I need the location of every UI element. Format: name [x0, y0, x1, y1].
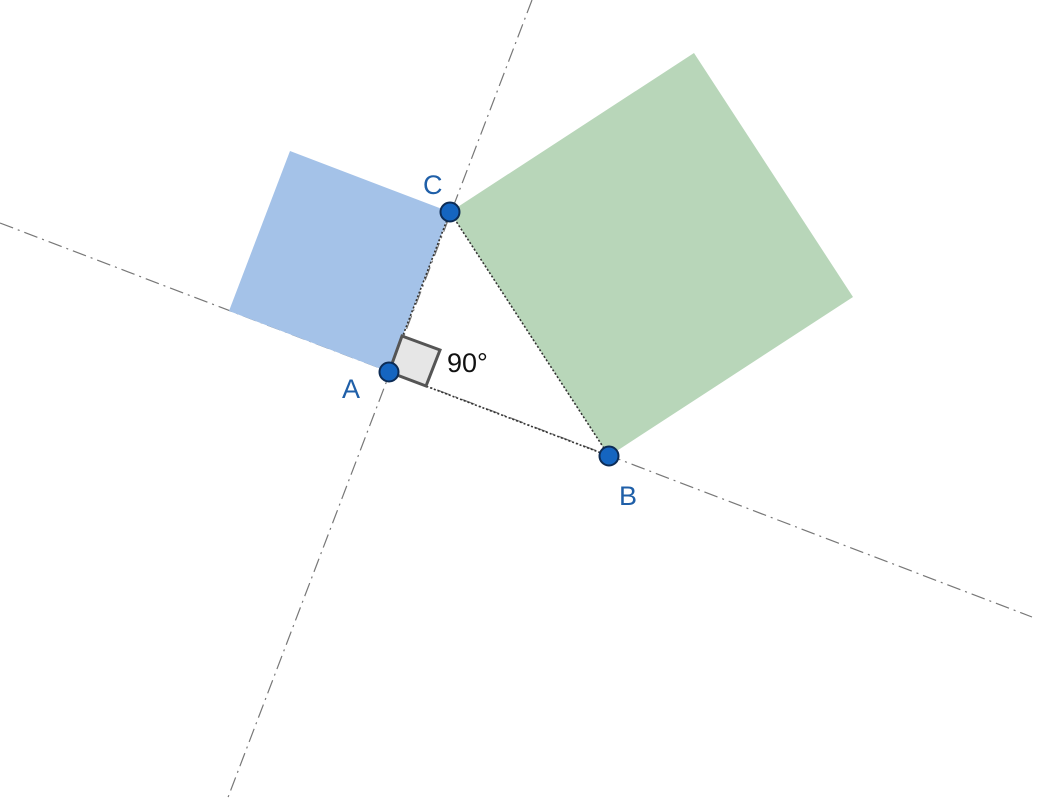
segment-bc: [449, 211, 610, 457]
point-c-label: C: [423, 170, 443, 200]
square-on-bc: [450, 53, 853, 456]
construction-line-ab: [0, 222, 1033, 618]
segment-ab: [388, 371, 610, 457]
square-on-ac: [229, 151, 450, 372]
point-a-label: A: [342, 374, 360, 404]
point-a[interactable]: [378, 361, 400, 383]
point-c[interactable]: [439, 201, 461, 223]
construction-line-ac: [226, 0, 533, 800]
point-b-label: B: [619, 481, 637, 511]
angle-label: 90°: [447, 348, 488, 378]
point-b[interactable]: [598, 445, 620, 467]
right-angle-marker: [387, 334, 442, 388]
